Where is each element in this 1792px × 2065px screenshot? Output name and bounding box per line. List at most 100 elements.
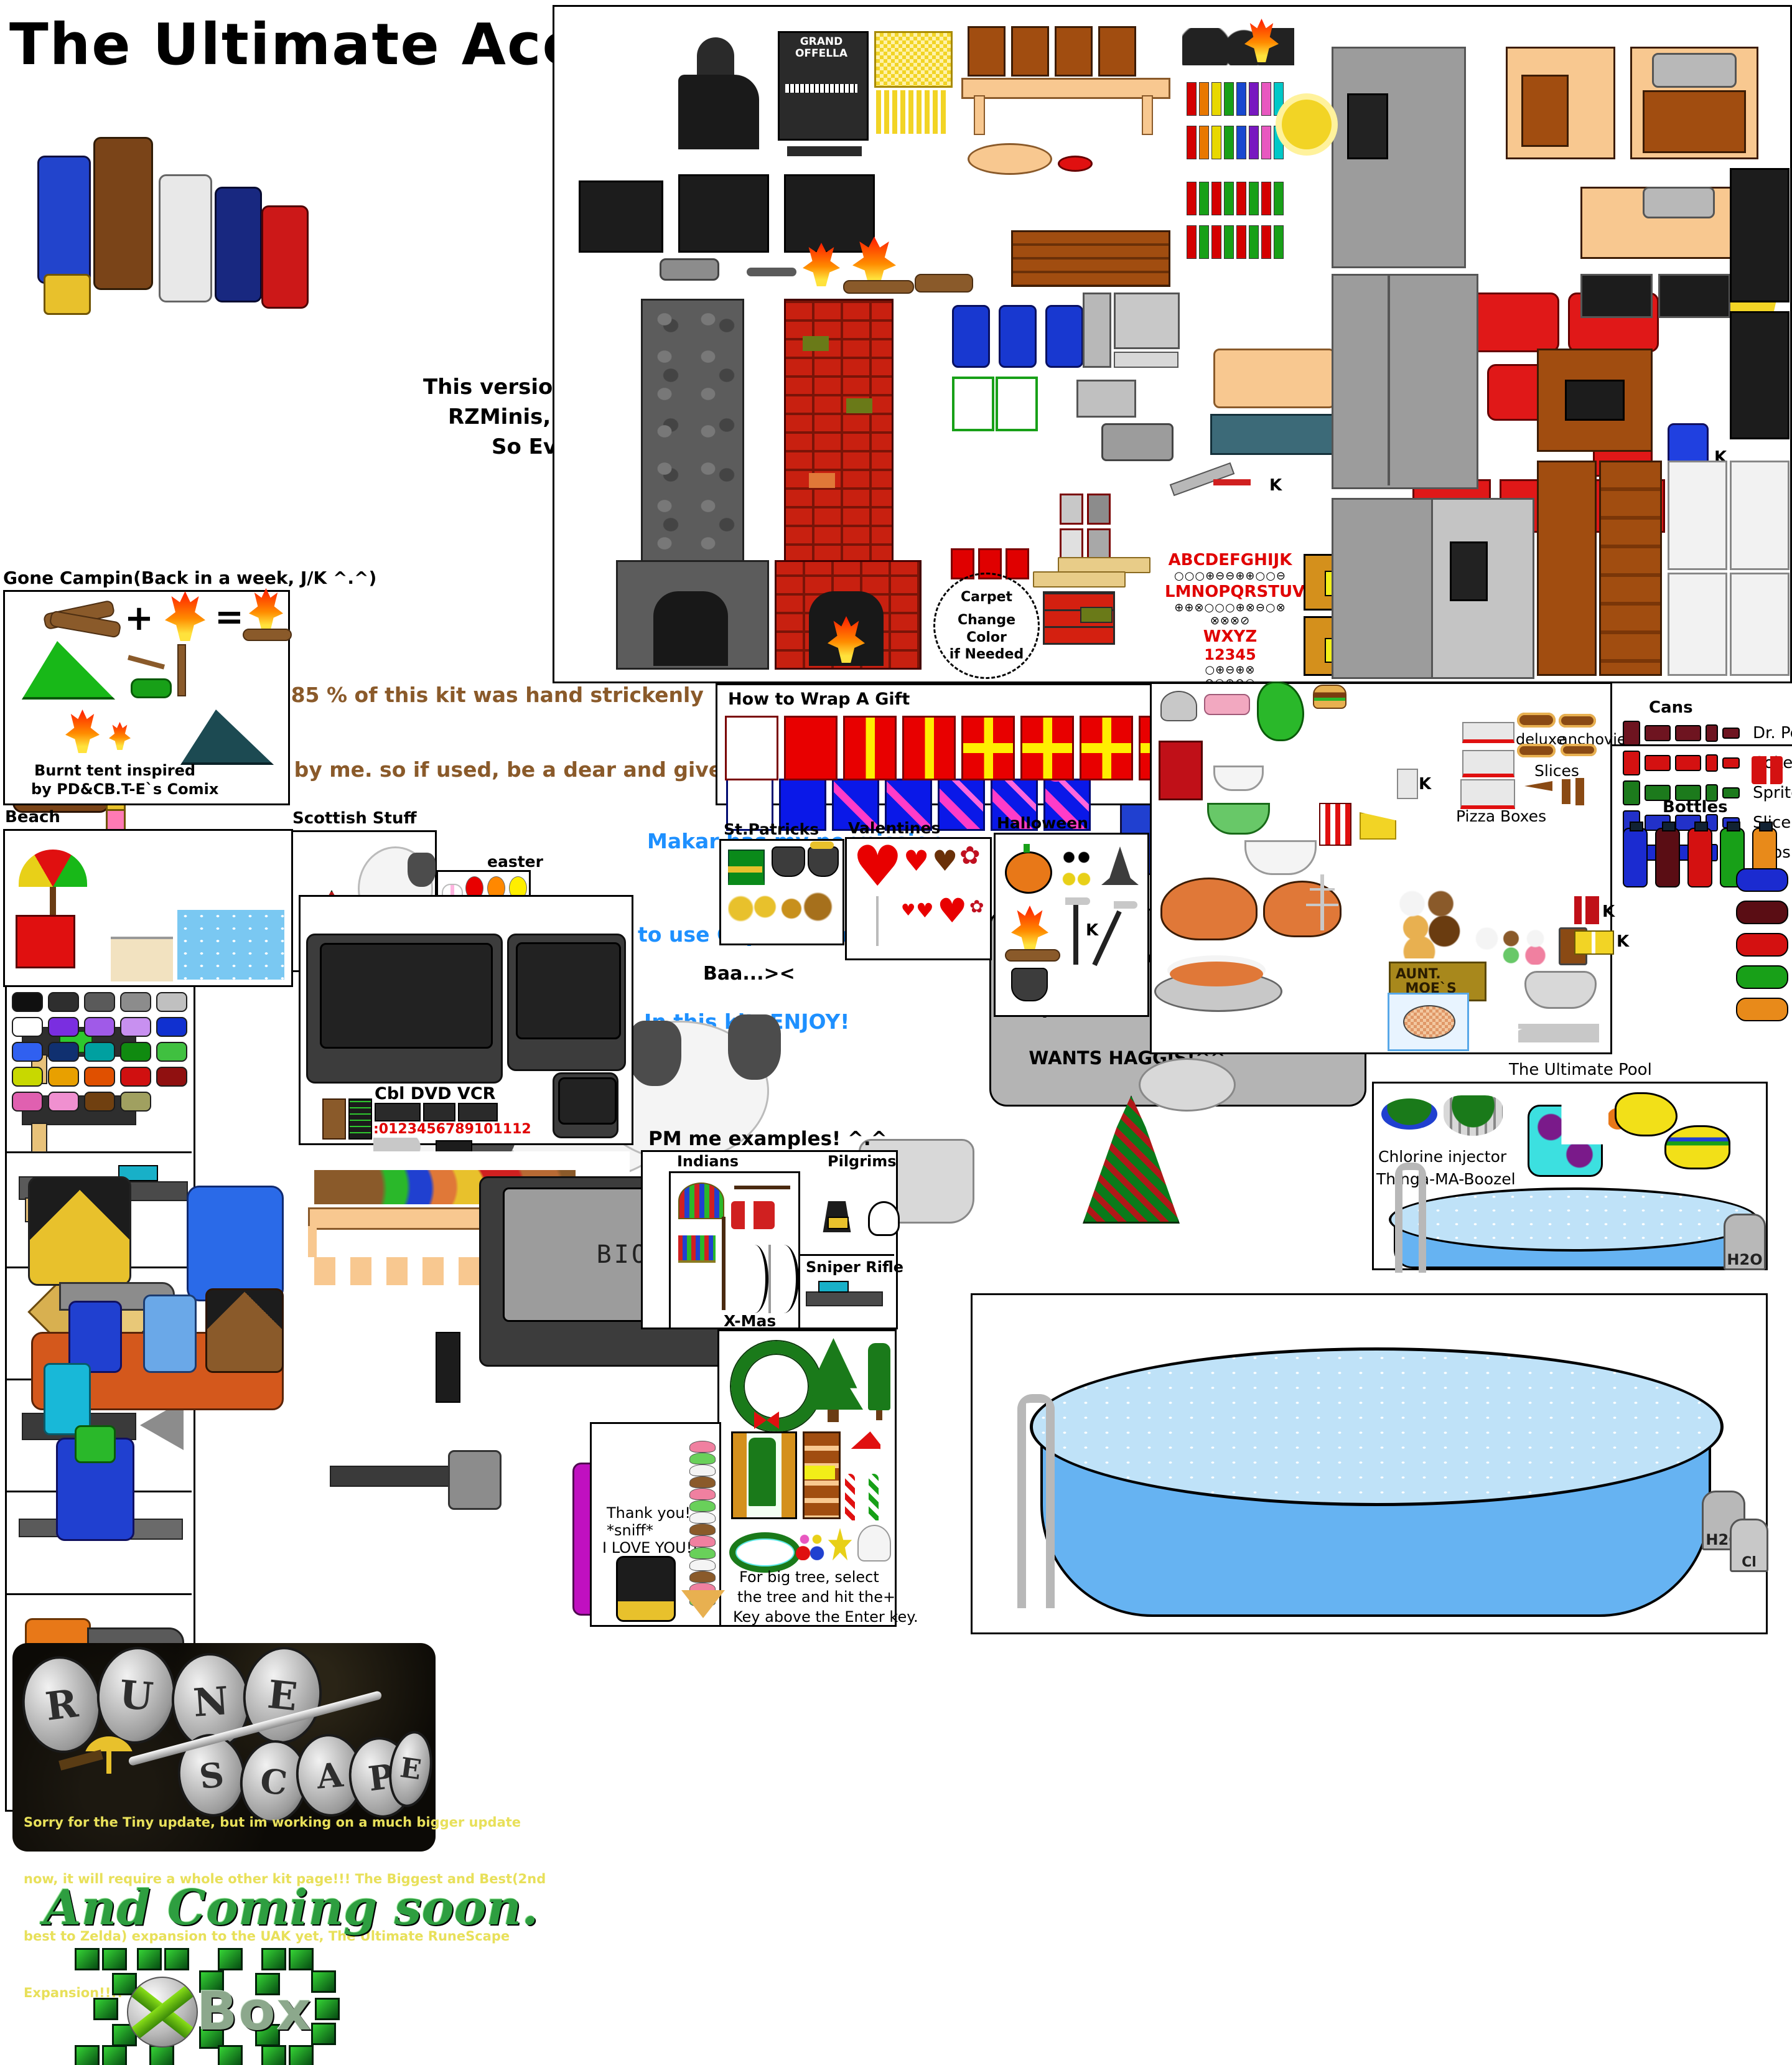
- cake-stand: [1160, 691, 1197, 721]
- pie-stack: [1391, 890, 1462, 958]
- valentines-box: [845, 837, 992, 960]
- spark-gun-2-grip: [31, 1123, 47, 1153]
- bionicle-figure-gold-feet: [44, 274, 91, 315]
- round-table: [968, 143, 1052, 175]
- dishwasher: [1668, 573, 1727, 676]
- camping-credit-1: Burnt tent inspired: [34, 762, 196, 779]
- alphabet-sym-1: ○○○⊕⊖⊖⊕⊕○○⊖: [1174, 569, 1287, 583]
- vcr: [458, 1103, 498, 1121]
- pizza-boxes-label: Pizza Boxes: [1456, 807, 1547, 825]
- signature-k-halloween: K: [1086, 921, 1099, 940]
- hot-dogs: [1574, 896, 1599, 924]
- alphabet-row-2: LMNOPQRSTUV: [1165, 583, 1305, 601]
- big-white-bowl: [1244, 840, 1317, 875]
- kinara-row-1: [1185, 180, 1291, 217]
- brick-chimney-accent-3: [809, 473, 835, 488]
- bleachers: [1011, 230, 1170, 287]
- pm-sniper-rifle: [806, 1291, 883, 1306]
- wood-plank-2: [1033, 571, 1126, 588]
- brick-stack: [1043, 591, 1115, 645]
- bow-1: [740, 1245, 768, 1313]
- color-candle-row-1: [1185, 81, 1291, 117]
- bow-2: [768, 1245, 799, 1313]
- big-tree-note-2: the tree and hit the+: [737, 1588, 896, 1606]
- popcorn-box: [1319, 803, 1351, 846]
- big-pool-cl-tank: Cl: [1730, 1519, 1768, 1572]
- camp-campfire-logs: [243, 629, 292, 641]
- burger: [1313, 685, 1346, 709]
- kinara-row-2: [1185, 224, 1291, 260]
- sniper-divider: [798, 1254, 894, 1256]
- ice-cream-cones: [1475, 927, 1556, 965]
- ornaments: [795, 1532, 826, 1560]
- log-pile: [915, 274, 973, 293]
- thanks-line-1: Thank you!: [607, 1504, 691, 1522]
- pilgrims-divider: [798, 1171, 800, 1326]
- scythe-1-blade: [1065, 897, 1090, 905]
- pilgrim-hat-buckle: [828, 1217, 849, 1229]
- controller-grid: [9, 990, 224, 1114]
- heart-medium: ♥: [903, 844, 930, 878]
- stereo-eq: [348, 1098, 372, 1140]
- color-candle-row-2: [1185, 124, 1291, 161]
- camp-plus: +: [124, 598, 154, 639]
- sushi-plate: [1204, 694, 1250, 715]
- small-pool-h2o-tank: H2O: [1724, 1214, 1766, 1270]
- fridge-dispenser-1: [1347, 93, 1388, 159]
- rose-single: ✿: [969, 896, 984, 917]
- spilled-bottles-column: [1736, 868, 1788, 1030]
- boombox: [1101, 423, 1174, 461]
- alphabet-row-3: WXYZ: [1203, 627, 1258, 646]
- alphabet-row-4: 12345: [1204, 646, 1256, 663]
- bionicle-figure-brown: [93, 137, 153, 290]
- computer-monitor: [1114, 293, 1180, 349]
- carpet-note-circle: Carpet Change Color if Needed: [933, 573, 1040, 679]
- bionicle-figure-white: [159, 174, 212, 302]
- big-tree-note-3: Key above the Enter key.: [733, 1608, 918, 1626]
- carpet-note-3: Color: [966, 629, 1007, 645]
- bionicle-figure-navy: [215, 187, 262, 302]
- gray-plates: [1518, 1014, 1599, 1042]
- microwave-2: [1658, 274, 1730, 318]
- shelf-yellow-row: [805, 1466, 835, 1479]
- pizza-slice-pair-1: [1517, 744, 1556, 757]
- red-stool: [1058, 156, 1093, 172]
- halloween-campfire-logs: [1005, 949, 1060, 962]
- heart-chocolate: ♥: [932, 844, 958, 878]
- walking-stick: [177, 644, 186, 696]
- medium-tv: [507, 934, 626, 1071]
- sand-tile: [111, 937, 173, 981]
- stone-chimney: [641, 299, 744, 564]
- grand-piano-side: [678, 75, 759, 149]
- white-tree-stand-1: [1304, 874, 1341, 930]
- signature-k-broom: K: [1269, 476, 1282, 495]
- microwave-1: [1580, 274, 1653, 318]
- xmas-label: X-Mas: [724, 1312, 777, 1330]
- fridge-3-dispenser: [1450, 541, 1488, 601]
- office-chair-2: [999, 305, 1037, 368]
- brick-chimney: [784, 299, 894, 564]
- sun-decoration: [1282, 100, 1332, 149]
- wood-stove-2: [678, 174, 769, 253]
- small-pool-ladder: [1395, 1163, 1426, 1273]
- candy-cane-1: [845, 1474, 855, 1520]
- cabinet-drawers-inner: [1521, 75, 1569, 147]
- pencil-eraser: [106, 809, 126, 831]
- scottish-section-label: Scottish Stuff: [292, 809, 417, 828]
- quiver-pair: [731, 1201, 775, 1229]
- icecream-stack: [689, 1441, 716, 1606]
- spear: [722, 1217, 726, 1310]
- signature-k-cup: K: [1419, 775, 1432, 794]
- alphabet-sym-4: ○⊕⊖⊕⊗: [1205, 663, 1256, 677]
- pot-of-gold-top: [810, 841, 834, 849]
- angel: [857, 1525, 891, 1562]
- trash-compactor: [1730, 573, 1790, 676]
- carpet-note-4: if Needed: [949, 647, 1024, 662]
- sleeping-bag: [131, 678, 172, 698]
- dryer: [1730, 461, 1790, 570]
- hutch-microwave-unit: [1565, 380, 1625, 421]
- alphabet-sym-3: ⊗⊗⊗⊘: [1210, 614, 1251, 627]
- halloween-cauldron: [1011, 968, 1048, 1001]
- llama-float: [1664, 1125, 1730, 1169]
- chlorine-line-1: Chlorine injector: [1378, 1148, 1507, 1166]
